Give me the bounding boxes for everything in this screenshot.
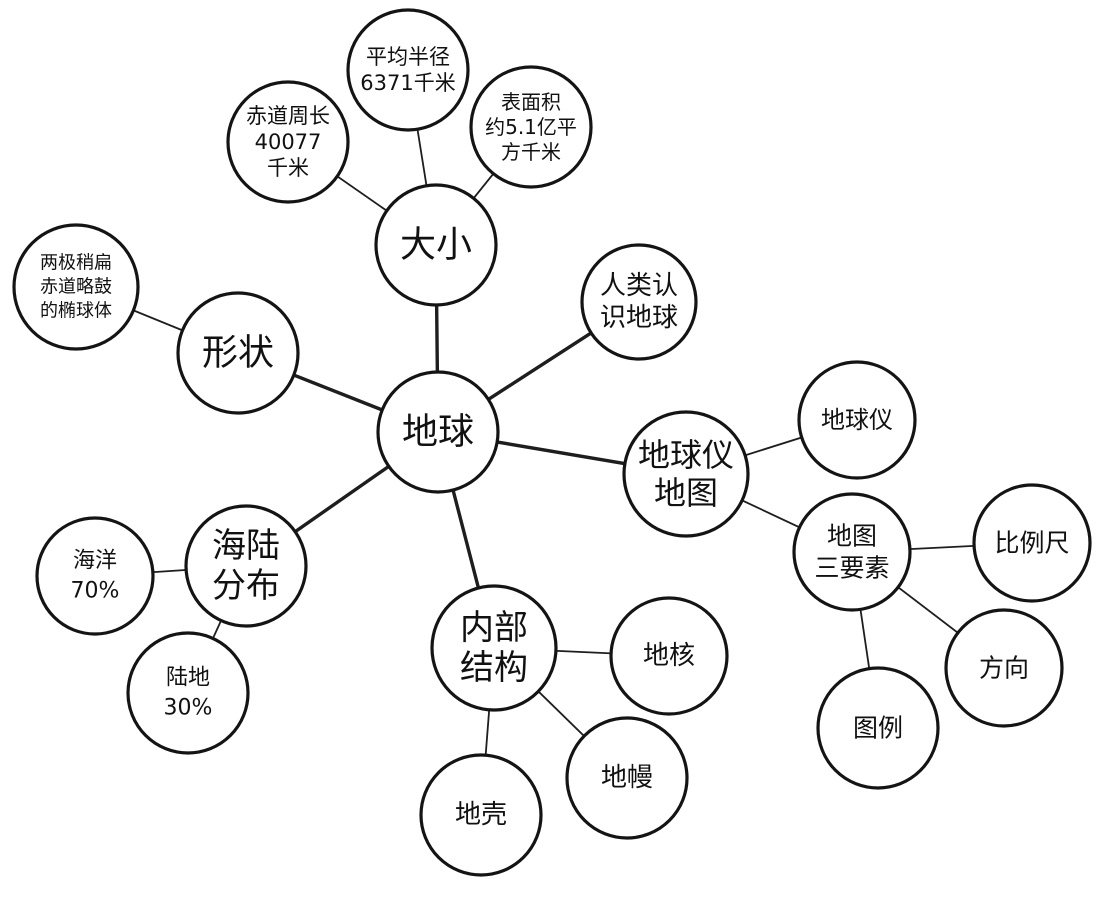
node-direction-label-line: 方向 xyxy=(979,654,1029,683)
node-human-knowledge-label-line: 人类认 xyxy=(600,271,678,301)
node-ellipsoid-circle xyxy=(12,223,140,351)
node-globe: 地球仪 xyxy=(797,360,917,480)
node-radius-label-line: 6371千米 xyxy=(360,71,455,95)
node-legend-label-line: 图例 xyxy=(853,714,903,743)
node-size-circle xyxy=(374,183,498,307)
node-size-label-line: 大小 xyxy=(400,225,472,266)
node-human-knowledge-circle xyxy=(580,243,698,361)
node-mantle-label-line: 地幔 xyxy=(601,763,653,793)
node-structure-label-line: 结构 xyxy=(460,648,528,688)
node-mantle: 地幔 xyxy=(565,716,689,840)
node-globe-circle xyxy=(797,360,917,480)
node-land-sea-circle xyxy=(184,504,308,628)
node-map-elements-label-line: 地图 xyxy=(827,522,877,551)
node-structure-circle xyxy=(430,584,558,712)
node-land-label-line: 陆地 xyxy=(166,666,210,691)
node-radius-circle xyxy=(346,8,470,132)
node-structure-label-line: 内部 xyxy=(460,608,528,648)
node-equator-label-line: 赤道周长 xyxy=(246,104,330,128)
node-shape-circle xyxy=(176,291,300,415)
node-ellipsoid-label-line: 两极稍扁 xyxy=(40,253,112,274)
concept-nodes: 地球大小形状海陆分布内部结构地球仪地图人类认识地球平均半径6371千米赤道周长4… xyxy=(12,8,1092,877)
node-legend: 图例 xyxy=(816,666,940,790)
node-globe-label-line: 地球仪 xyxy=(821,406,893,434)
node-ocean-label-line: 70% xyxy=(71,579,120,604)
node-radius-label-line: 平均半径 xyxy=(366,45,450,69)
node-scale: 比例尺 xyxy=(972,483,1092,603)
node-globe-map-label-line: 地球仪 xyxy=(638,436,734,474)
node-ocean: 海洋 70% xyxy=(35,516,155,636)
node-land: 陆地 30% xyxy=(126,631,250,755)
node-earth-circle xyxy=(376,370,500,494)
node-equator-label-line: 千米 xyxy=(267,156,309,180)
node-ocean-circle xyxy=(35,516,155,636)
node-map-elements-label-line: 三要素 xyxy=(814,554,889,583)
node-shape-label-line: 形状 xyxy=(202,333,274,374)
node-surface-label-line: 表面积 xyxy=(501,90,561,114)
node-core-circle xyxy=(609,596,729,716)
node-crust: 地壳 xyxy=(419,753,543,877)
node-land-sea-label-line: 海陆 xyxy=(212,526,280,566)
node-map-elements-circle xyxy=(792,492,912,612)
node-core: 地核 xyxy=(609,596,729,716)
node-land-label-line: 30% xyxy=(164,696,213,721)
node-equator-label-line: 40077 xyxy=(255,130,322,154)
node-size: 大小 xyxy=(374,183,498,307)
node-crust-label-line: 地壳 xyxy=(455,800,507,830)
node-scale-label-line: 比例尺 xyxy=(994,529,1069,558)
node-surface-label-line: 约5.1亿平 xyxy=(485,115,577,139)
node-legend-circle xyxy=(816,666,940,790)
node-ocean-label-line: 海洋 xyxy=(73,549,117,574)
node-ellipsoid-label-line: 赤道略鼓 xyxy=(40,277,112,298)
node-direction-circle xyxy=(944,608,1064,728)
node-land-circle xyxy=(126,631,250,755)
node-human-knowledge-label-line: 识地球 xyxy=(600,303,678,333)
node-globe-map-circle xyxy=(622,410,750,538)
node-crust-circle xyxy=(419,753,543,877)
node-earth-label-line: 地球 xyxy=(402,412,474,453)
node-direction: 方向 xyxy=(944,608,1064,728)
node-ellipsoid-label-line: 的椭球体 xyxy=(40,301,112,322)
node-mantle-circle xyxy=(565,716,689,840)
node-globe-map-label-line: 地图 xyxy=(654,474,718,512)
node-shape: 形状 xyxy=(176,291,300,415)
node-surface-label-line: 方千米 xyxy=(501,140,561,164)
node-equator-circle xyxy=(226,80,350,204)
node-scale-circle xyxy=(972,483,1092,603)
node-earth: 地球 xyxy=(376,370,500,494)
node-land-sea-label-line: 分布 xyxy=(212,566,280,606)
node-surface-circle xyxy=(469,65,593,189)
node-core-label-line: 地核 xyxy=(643,641,695,671)
